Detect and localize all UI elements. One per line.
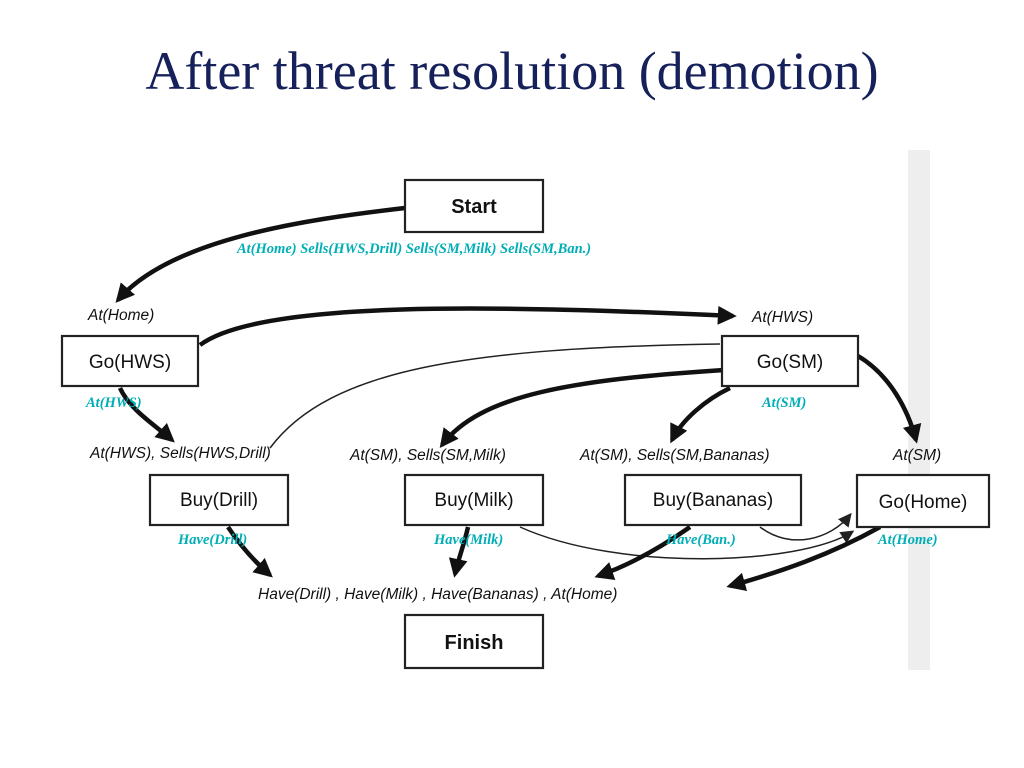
link-buy-milk-to-finish: [448, 526, 471, 578]
buy-bananas-label: Buy(Bananas): [653, 490, 773, 511]
finish-precondition: Have(Drill) , Have(Milk) , Have(Bananas)…: [258, 586, 617, 603]
buy-milk-effect: Have(Milk): [433, 532, 503, 548]
go-sm-box: [720, 334, 860, 388]
buy-milk-precondition: At(SM), Sells(SM,Milk): [349, 447, 506, 464]
go-sm-label: Go(SM): [757, 352, 824, 373]
buy-drill-box: [148, 473, 290, 527]
slide-title: After threat resolution (demotion): [145, 41, 879, 101]
go-home-effect: At(Home): [877, 532, 938, 548]
go-hws-box: [60, 334, 200, 388]
link-start-to-go-hws: [115, 205, 406, 303]
link-go-sm-to-buy-milk: [439, 367, 725, 449]
go-hws-label: Go(HWS): [89, 352, 171, 373]
link-buy-drill-to-finish: [226, 525, 273, 578]
buy-drill-label: Buy(Drill): [180, 490, 258, 511]
buy-drill-precondition: At(HWS), Sells(HWS,Drill): [89, 445, 271, 462]
scan-edge: [908, 150, 930, 670]
link-go-sm-to-go-home: [856, 354, 922, 444]
link-go-sm-to-buy-bananas: [669, 385, 731, 444]
go-sm-precondition: At(HWS): [751, 309, 813, 326]
start-box: [403, 178, 545, 234]
start-label: Start: [451, 196, 497, 218]
link-go-sm-to-buy-drill: [269, 343, 721, 449]
link-buy-bananas-to-go-home: [759, 512, 852, 541]
link-buy-bananas-to-finish: [594, 525, 692, 581]
go-home-box: [855, 473, 991, 529]
go-sm-effect: At(SM): [761, 395, 806, 411]
link-go-hws-to-go-sm: [198, 305, 737, 347]
link-buy-milk-to-go-home: [519, 526, 855, 560]
finish-box: [403, 613, 545, 670]
buy-milk-label: Buy(Milk): [434, 490, 513, 511]
go-hws-effect: At(HWS): [85, 395, 142, 411]
link-go-home-to-finish: [726, 525, 882, 592]
go-home-label: Go(Home): [879, 492, 968, 513]
buy-drill-effect: Have(Drill): [177, 532, 247, 548]
start-effects: At(Home) Sells(HWS,Drill) Sells(SM,Milk)…: [236, 241, 591, 257]
go-home-precondition: At(SM): [892, 447, 941, 464]
buy-milk-box: [403, 473, 545, 527]
finish-label: Finish: [445, 632, 504, 654]
buy-bananas-precondition: At(SM), Sells(SM,Bananas): [579, 447, 770, 464]
go-hws-precondition: At(Home): [87, 307, 154, 324]
buy-bananas-box: [623, 473, 803, 527]
link-go-hws-to-buy-drill: [117, 386, 175, 443]
buy-bananas-effect: Have(Ban.): [665, 532, 736, 548]
